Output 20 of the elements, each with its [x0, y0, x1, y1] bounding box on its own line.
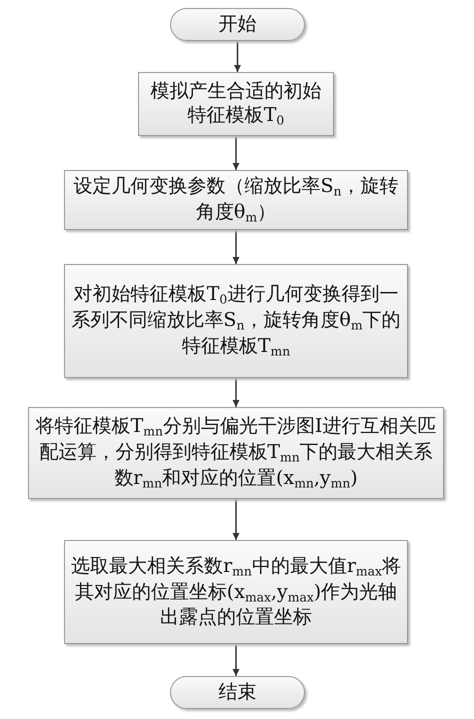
arrow	[232, 499, 240, 540]
arrow	[232, 644, 240, 676]
terminal-box	[170, 8, 305, 41]
step-text: 模拟产生合适的初始特征模板T$_{0}$	[150, 78, 322, 130]
step-text: 将特征模板T$_{mn}$分别与偏光干涉图I进行互相关匹配运算，分别得到特征模板T$_{mn}$下的最大相关系数r$_{mn}$和对应的位置(x$_{mn}$,y$_{mn}$)	[35, 414, 437, 492]
process-box	[138, 72, 334, 136]
step-text: 结束	[218, 680, 256, 705]
arrow	[232, 378, 240, 407]
arrow	[234, 41, 241, 72]
arrow	[232, 230, 240, 264]
terminal-box	[170, 676, 305, 709]
process-box	[28, 407, 444, 499]
arrow	[232, 136, 240, 170]
process-box	[64, 170, 408, 230]
step-text: 选取最大相关系数r$_{mn}$中的最大值r$_{max}$将其对应的位置坐标(x$_{max}$,y$_{max}$)作为光轴出露点的位置坐标	[71, 554, 401, 630]
process-box	[64, 540, 408, 644]
step-text: 开始	[218, 12, 256, 37]
step-text: 对初始特征模板T$_{0}$进行几何变换得到一系列不同缩放比率S$_{n}$，旋转角度θ$_{m}$下的特征模板T$_{mn}$	[71, 282, 401, 360]
process-box	[64, 264, 408, 378]
step-text: 设定几何变换参数（缩放比率S$_{n}$，旋转角度θ$_{m}$）	[72, 174, 400, 226]
